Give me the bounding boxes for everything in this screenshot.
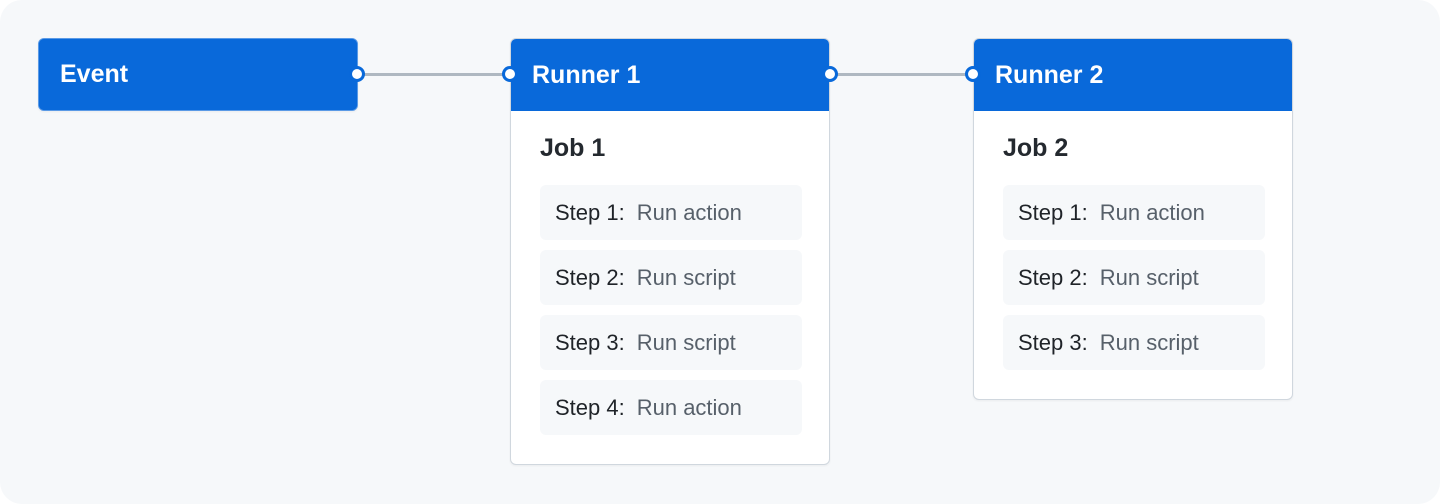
event-node: Event: [38, 38, 358, 111]
runner-2-node: Runner 2 Job 2 Step 1: Run action Step 2…: [973, 38, 1293, 400]
runner-2-title: Runner 2: [974, 39, 1292, 111]
job-2-title: Job 2: [1003, 134, 1069, 162]
step-action: Run script: [1099, 264, 1199, 290]
step-label: Step 3:: [555, 329, 625, 355]
runner-1-input-port: [502, 66, 518, 82]
connector-event-runner1: [358, 73, 510, 76]
job-1-step-4: Step 4: Run action: [540, 380, 802, 435]
job-1-step-1: Step 1: Run action: [540, 185, 802, 240]
step-label: Step 1:: [1018, 199, 1088, 225]
job-1-step-3: Step 3: Run script: [540, 315, 802, 370]
job-1-title: Job 1: [540, 134, 606, 162]
job-2-steps: Step 1: Run action Step 2: Run script St…: [1003, 185, 1265, 370]
step-action: Run action: [1099, 199, 1205, 225]
job-2-step-1: Step 1: Run action: [1003, 185, 1265, 240]
step-label: Step 3:: [1018, 329, 1088, 355]
step-label: Step 1:: [555, 199, 625, 225]
event-output-port: [349, 66, 365, 82]
runner-1-title: Runner 1: [511, 39, 829, 111]
step-action: Run action: [636, 394, 742, 420]
runner-1-node: Runner 1 Job 1 Step 1: Run action Step 2…: [510, 38, 830, 465]
step-action: Run action: [636, 199, 742, 225]
step-label: Step 2:: [555, 264, 625, 290]
job-1-step-2: Step 2: Run script: [540, 250, 802, 305]
step-action: Run script: [636, 329, 736, 355]
step-action: Run script: [1099, 329, 1199, 355]
step-action: Run script: [636, 264, 736, 290]
job-1-steps: Step 1: Run action Step 2: Run script St…: [540, 185, 802, 435]
job-2-step-3: Step 3: Run script: [1003, 315, 1265, 370]
connector-runner1-runner2: [830, 73, 973, 76]
step-label: Step 4:: [555, 394, 625, 420]
event-title: Event: [39, 39, 357, 110]
job-2-step-2: Step 2: Run script: [1003, 250, 1265, 305]
step-label: Step 2:: [1018, 264, 1088, 290]
runner-1-output-port: [822, 66, 838, 82]
runner-2-input-port: [965, 66, 981, 82]
